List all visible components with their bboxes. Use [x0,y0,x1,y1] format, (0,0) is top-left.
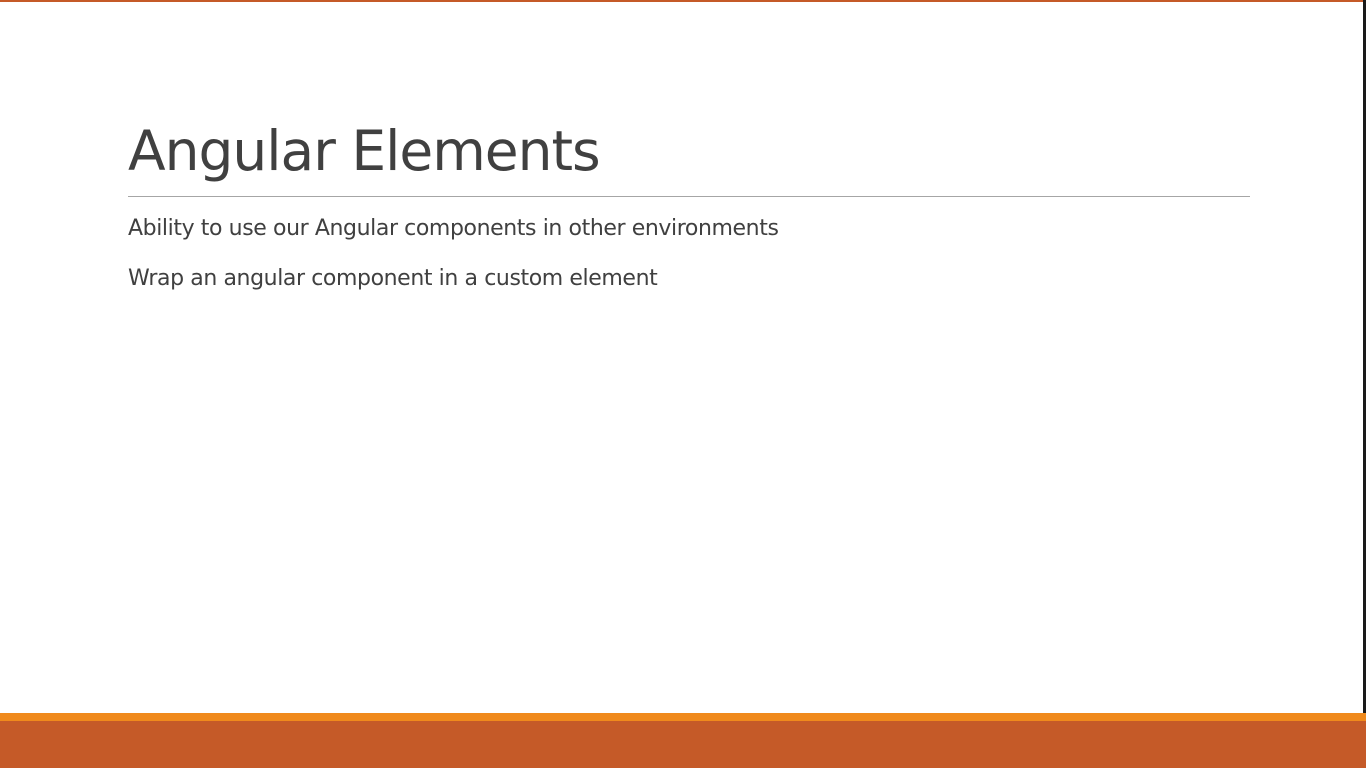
title-divider [128,196,1250,197]
footer-band [0,721,1366,768]
right-window-edge [1363,0,1366,716]
bullet-item: Wrap an angular component in a custom el… [128,266,658,291]
top-edge-line [0,0,1366,2]
bullet-item: Ability to use our Angular components in… [128,216,779,241]
footer-accent-stripe [0,713,1366,721]
bullet-list: Ability to use our Angular components in… [128,212,779,312]
slide-title: Angular Elements [128,119,601,183]
